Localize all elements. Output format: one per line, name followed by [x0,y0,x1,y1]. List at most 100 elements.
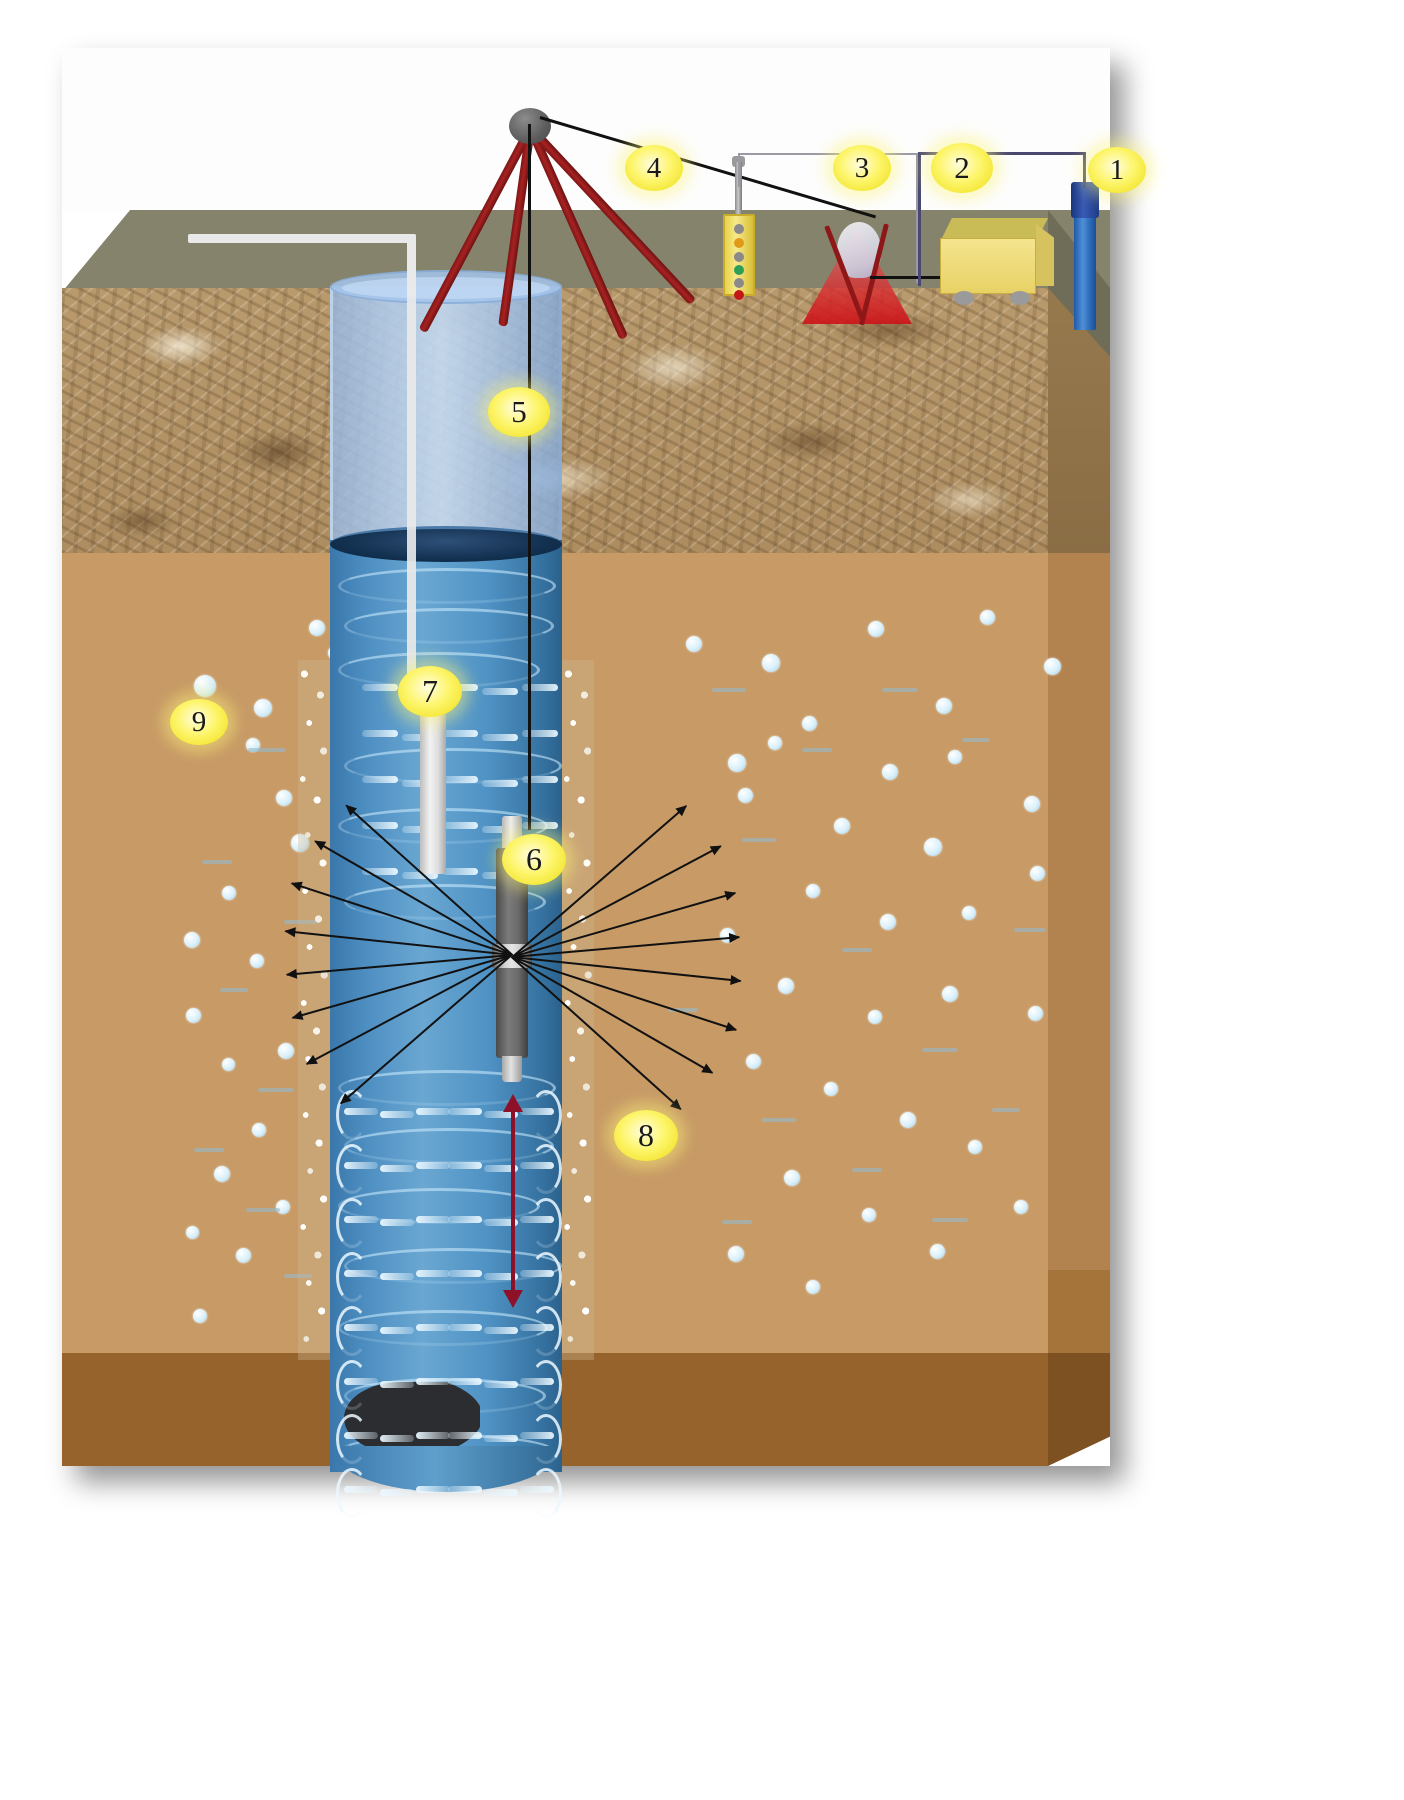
aquifer-grain [980,610,995,625]
aquifer-grain [968,1140,982,1154]
label-bubble-gravel-pack: 8 [614,1110,678,1162]
flow-arrow-right [448,1108,482,1115]
aquifer-grain [768,736,782,750]
water-swirl-7 [338,1070,556,1106]
aquifer-grain [686,636,702,652]
aquifer-streak [922,1048,958,1052]
flow-hook-left [336,1468,368,1518]
aquifer-grain [222,886,236,900]
label-bubble-sensor-bailer: 7 [398,666,462,718]
pumping-arrow-down [503,1290,523,1308]
aquifer-grain [1030,866,1045,881]
flow-streak-left [380,1111,414,1118]
flow-hook-left [336,1306,368,1356]
aquifer-grain [278,1043,294,1059]
control-panel-led-3 [734,252,744,262]
flow-arrow-right [484,1327,518,1334]
flow-arrow-right [484,1219,518,1226]
flow-hook-left [336,1144,368,1194]
monitor-pipe-horizontal [188,234,416,243]
wireline-cable [528,124,531,830]
flow-streak-left [380,1165,414,1172]
aquifer-streak [712,688,746,692]
flow-hook-left [336,1198,368,1248]
aquifer-streak [882,688,918,692]
signal-cable-top-run [918,152,1086,155]
flow-arrow-right [448,1378,482,1385]
aquifer-streak [258,1088,294,1092]
control-panel-led-4 [734,265,744,275]
flow-arrow-upper [362,868,398,875]
measure-bracket-top [738,153,918,155]
flow-arrow-right [484,1165,518,1172]
pumping-axis-line [511,1110,515,1300]
flow-hook-right [530,1144,562,1194]
flow-arrow-right [484,1381,518,1388]
aquifer-grain [276,790,292,806]
generator-body[interactable] [940,238,1036,294]
flow-streak-left [416,1270,450,1277]
flow-arrow-upper [482,826,518,833]
aquifer-grain [868,621,884,637]
aquifer-streak [1014,928,1046,932]
aquitard-side [1048,1353,1110,1466]
label-bubble-well-casing: 5 [488,387,550,437]
flow-arrow-upper [522,684,558,691]
aquifer-grain [214,1166,230,1182]
aquifer-grain [834,818,850,834]
control-panel-mast [735,162,742,216]
aquifer-grain [824,1082,838,1096]
aquifer-streak [852,1168,882,1172]
flow-hook-left [336,1360,368,1410]
flow-streak-left [416,1216,450,1223]
flow-hook-right [530,1306,562,1356]
flow-arrow-upper [482,734,518,741]
aquifer-streak [842,948,872,952]
flow-arrow-right [448,1162,482,1169]
aquifer-streak [992,1108,1020,1112]
flow-streak-left [416,1108,450,1115]
aquifer-grain [962,906,976,920]
flow-hook-right [530,1198,562,1248]
control-panel-led-6 [734,290,744,300]
flow-hook-right [530,1360,562,1410]
flow-arrow-right [448,1216,482,1223]
flow-arrow-right [484,1435,518,1442]
aquifer-grain [880,914,896,930]
aquifer-grain [728,754,746,772]
flow-arrow-upper [362,822,398,829]
aquifer-grain [738,788,753,803]
aquifer-grain [184,932,200,948]
flow-arrow-upper [522,776,558,783]
generator-wheel-right [1010,291,1030,305]
control-panel-led-1 [734,224,744,234]
label-bubble-generator-unit: 2 [931,143,993,193]
aquifer-grain [778,978,794,994]
flow-streak-left [380,1273,414,1280]
flow-streak-left [416,1486,450,1493]
flow-arrow-upper [482,780,518,787]
monitor-pipe-elbow [407,234,416,296]
probe-body[interactable] [1074,214,1096,330]
aquifer-grain [900,1112,916,1128]
flow-arrow-upper [442,868,478,875]
signal-cable-right-drop [1083,152,1086,188]
aquifer-streak [722,1220,752,1224]
flow-hook-left [336,1414,368,1464]
flow-streak-left [416,1162,450,1169]
aquifer-streak [932,1218,968,1222]
generator-side [1036,224,1054,286]
control-panel-led-5 [734,278,744,288]
flow-streak-left [380,1381,414,1388]
flow-streak-left [416,1432,450,1439]
flow-arrow-right [448,1486,482,1493]
aquifer-grain [186,1226,199,1239]
flow-hook-left [336,1252,368,1302]
flow-arrow-upper [522,822,558,829]
probe-cap [1071,182,1099,218]
flow-hook-right [530,1468,562,1518]
label-bubble-probe-sonde: 1 [1088,147,1146,194]
aquifer-grain [942,986,958,1002]
bailer-body[interactable] [420,688,446,874]
